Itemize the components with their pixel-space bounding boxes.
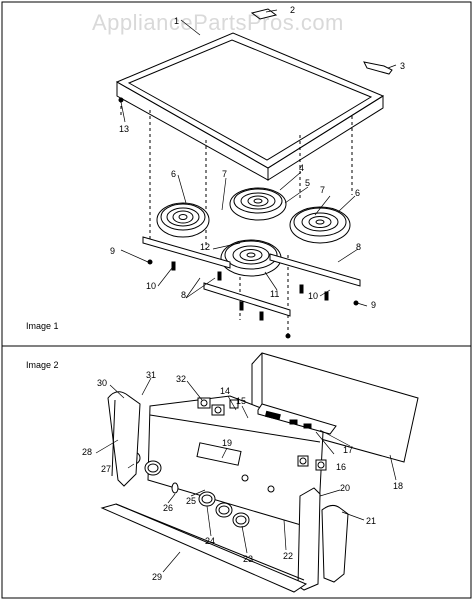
cooktop-inner-edge [127,39,373,161]
callout-32: 32 [176,374,186,384]
watermark: AppliancePartsPros.com [92,10,344,35]
callouts-image-2: 14 15 16 17 18 19 20 21 22 23 24 25 26 2… [82,370,403,582]
callout-8a: 8 [356,242,361,252]
trim-strip [100,503,308,593]
callout-25: 25 [186,496,196,506]
display-window [196,442,242,466]
small-parts [197,397,327,471]
callout-15: 15 [236,396,246,406]
hinge-part [363,61,393,75]
control-panel-assembly [95,352,419,593]
bracket-front [203,282,291,317]
callout-8b: 8 [181,290,186,300]
callout-14: 14 [220,386,230,396]
callouts-image-1: 1 2 3 4 5 6 6 7 7 8 8 9 9 10 10 11 12 13 [110,5,405,310]
image-1-caption: Image 1 [26,321,59,331]
callout-12: 12 [200,242,210,252]
burner-front [220,239,282,277]
callout-29: 29 [152,572,162,582]
callout-10b: 10 [308,291,318,301]
clock-board [257,403,337,435]
panel-bracket-right [297,487,321,591]
leaders-2 [95,377,397,573]
callout-21: 21 [366,516,376,526]
callout-6a: 6 [171,169,176,179]
knobs [127,451,275,528]
bracket-left [142,236,231,269]
end-cap-right [321,504,349,583]
burner-left [156,202,210,238]
callout-1: 1 [174,16,179,26]
callout-11: 11 [270,289,279,299]
callout-20: 20 [340,483,350,493]
end-cap-left [107,391,141,487]
leaders-1 [120,9,397,307]
cooktop-assembly [115,8,397,339]
callout-7b: 7 [320,185,325,195]
cooktop-glass [115,32,385,169]
screws [118,97,359,339]
callout-13: 13 [119,124,129,134]
burner-right [289,206,351,244]
callout-2: 2 [290,5,295,15]
clip-part [250,8,278,20]
callout-22: 22 [283,551,293,561]
bracket-right [269,253,361,287]
callout-23: 23 [243,554,253,564]
callout-31: 31 [146,370,156,380]
callout-9b: 9 [371,300,376,310]
callout-30: 30 [97,378,107,388]
image-2-caption: Image 2 [26,360,59,370]
callout-24: 24 [205,536,215,546]
callout-26: 26 [163,503,173,513]
callout-6b: 6 [355,188,360,198]
callout-10a: 10 [146,281,156,291]
callout-9a: 9 [110,246,115,256]
callout-28: 28 [82,447,92,457]
callout-18: 18 [393,481,403,491]
burner-back [229,187,287,221]
callout-17: 17 [343,445,353,455]
cooktop-right-side [267,95,384,181]
callout-4: 4 [299,163,304,173]
callout-16: 16 [336,462,346,472]
callout-27: 27 [101,464,111,474]
callout-7a: 7 [222,169,227,179]
callout-19: 19 [222,438,232,448]
callout-3: 3 [400,61,405,71]
callout-5: 5 [305,178,310,188]
